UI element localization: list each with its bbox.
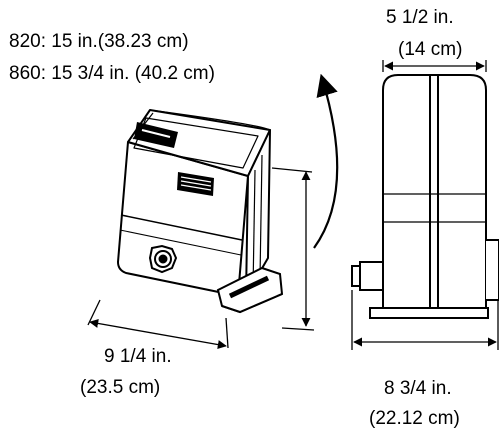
height-label-820: 820: 15 in.(38.23 cm) — [9, 31, 189, 52]
height-label-860: 860: 15 3/4 in. (40.2 cm) — [9, 63, 215, 84]
width-label-in: 9 1/4 in. — [104, 346, 172, 367]
dimension-lines — [87, 60, 499, 350]
curved-pointer-arrow — [313, 73, 339, 249]
brand-plate — [134, 122, 178, 148]
base-mount — [216, 266, 284, 314]
operator-side-view — [351, 74, 499, 319]
width-label-cm: (23.5 cm) — [80, 377, 161, 398]
side-width-label-in: 5 1/2 in. — [386, 7, 454, 28]
label-plate — [177, 172, 214, 196]
depth-label-cm: (22.12 cm) — [369, 408, 460, 429]
side-width-label-cm: (14 cm) — [398, 39, 463, 60]
pinion-gear — [148, 244, 178, 274]
depth-label-in: 8 3/4 in. — [384, 378, 452, 399]
